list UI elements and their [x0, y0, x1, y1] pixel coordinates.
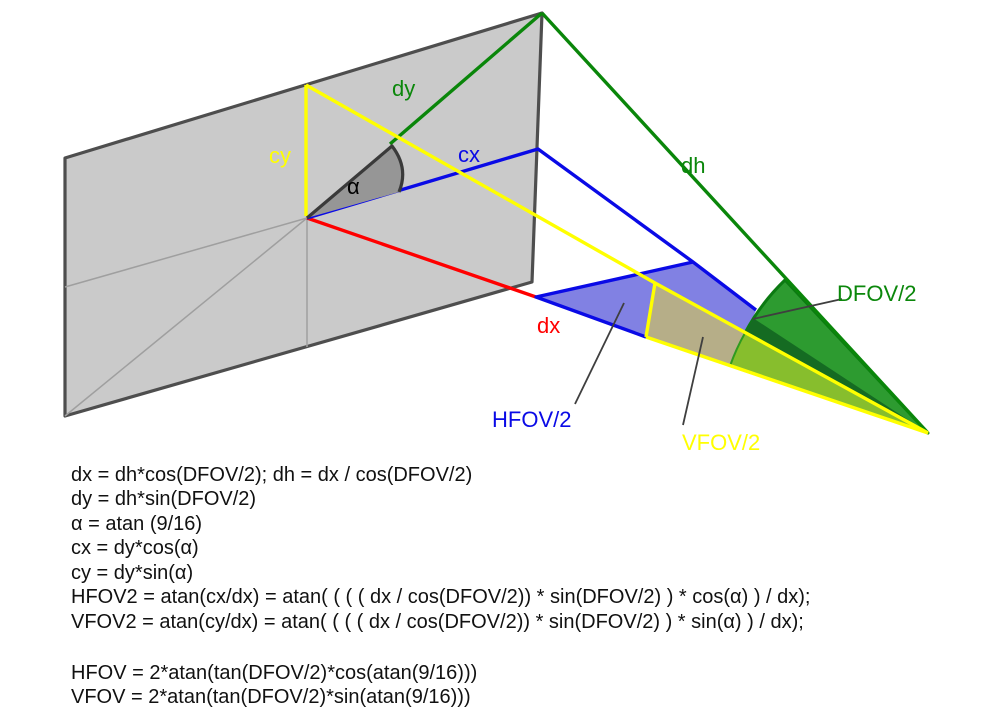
dy-green-line [388, 11, 544, 146]
cx-blue-line [306, 147, 758, 312]
formula-line: VFOV = 2*atan(tan(DFOV/2)*sin(atan(9/16)… [71, 686, 471, 708]
dx-red-line [306, 216, 537, 299]
alpha-label: α [347, 174, 360, 199]
hfov-leader-line [574, 302, 625, 405]
vfov-label: VFOV/2 [682, 430, 760, 455]
formula-line: HFOV2 = atan(cx/dx) = atan( ( ( ( dx / c… [71, 586, 810, 608]
yellow-lines [304, 83, 929, 435]
formula-line: HFOV = 2*atan(tan(DFOV/2)*cos(atan(9/16)… [71, 662, 477, 684]
formula-line: VFOV2 = atan(cy/dx) = atan( ( ( ( dx / c… [71, 611, 804, 633]
dx-label: dx [537, 313, 560, 338]
alpha-wedge [307, 146, 403, 218]
horizontal-center-line [64, 217, 308, 288]
diagonal-to-corner-line [64, 217, 308, 417]
vfov-leader-line [682, 336, 704, 426]
dfov-leader-line [752, 298, 843, 320]
lower-yellow-line [645, 335, 929, 435]
dfov-label: DFOV/2 [837, 281, 916, 306]
screen-center-lines [64, 217, 308, 417]
formula-line: α = atan (9/16) [71, 513, 202, 535]
formula-line: cx = dy*cos(α) [71, 537, 199, 559]
dh-green-line [540, 11, 930, 435]
leader-lines [574, 298, 843, 426]
formula-line: dx = dh*cos(DFOV/2); dh = dx / cos(DFOV/… [71, 464, 472, 486]
dy-label: dy [392, 76, 415, 101]
dfov-cone-dark-band [745, 318, 928, 433]
dh-label: dh [681, 153, 705, 178]
alpha-wedge-border [305, 144, 405, 220]
hfov-label: HFOV/2 [492, 407, 571, 432]
yellow-branch-line [644, 282, 657, 338]
cy-label: cy [269, 143, 291, 168]
formulas-block: dx = dh*cos(DFOV/2); dh = dx / cos(DFOV/… [71, 464, 810, 708]
formula-line: cy = dy*sin(α) [71, 562, 193, 584]
formula-line: dy = dh*sin(DFOV/2) [71, 488, 256, 510]
cx-label: cx [458, 142, 480, 167]
